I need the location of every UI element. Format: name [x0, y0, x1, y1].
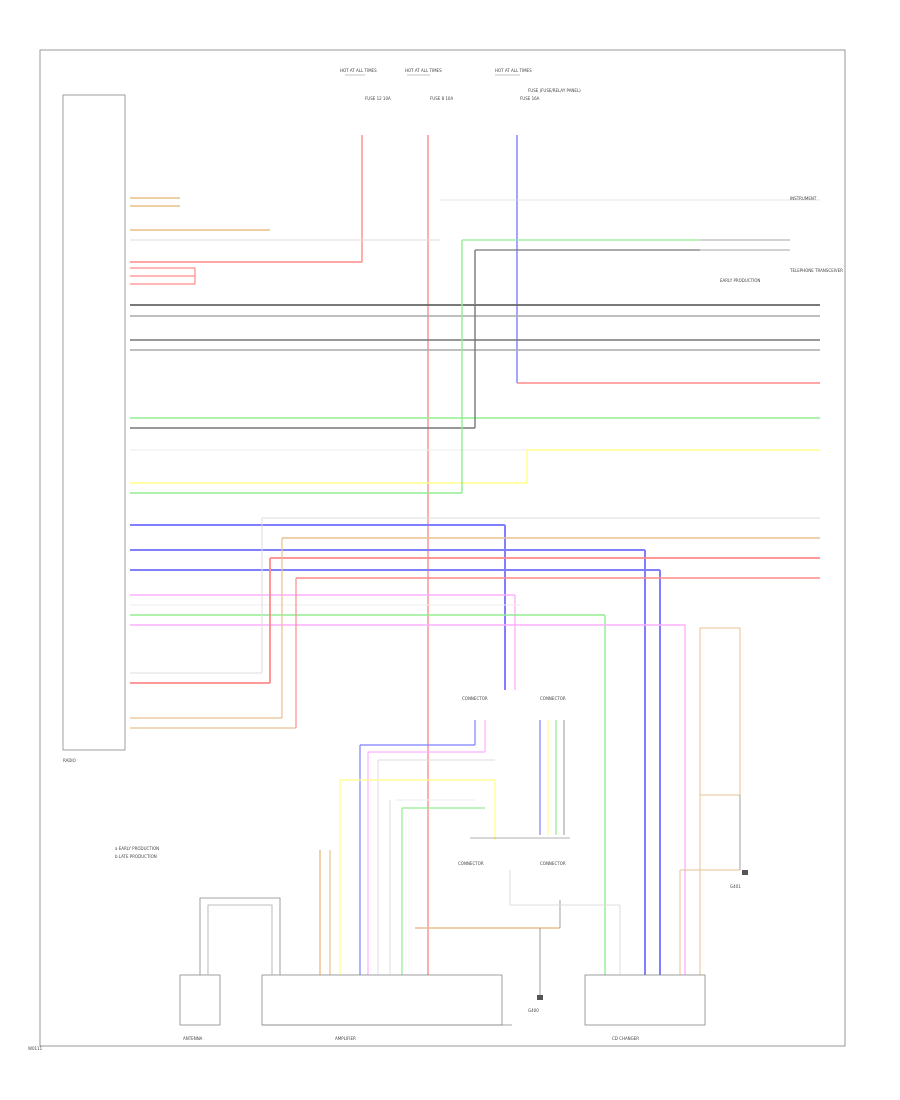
- ground-symbols: G400 G401: [528, 870, 748, 1013]
- early-prod-label: EARLY PRODUCTION: [720, 278, 760, 283]
- note-early: a EARLY PRODUCTION: [115, 846, 159, 851]
- amplifier-body: [261, 974, 503, 1026]
- fuse-panel-label: FUSE (FUSE/RELAY PANEL): [528, 88, 581, 93]
- cd-changer-body: [584, 974, 706, 1026]
- mid-connectors: CONNECTOR CONNECTOR CONNECTOR CONNECTOR: [339, 696, 570, 975]
- ground-label-2: G401: [730, 884, 741, 889]
- telephone-label: TELEPHONE TRANSCEIVER: [789, 268, 843, 273]
- diagram-frame: [39, 49, 846, 1047]
- antenna-label: ANTENNA: [183, 1036, 203, 1041]
- page-id: W0111: [28, 1046, 43, 1051]
- connector-label-1: CONNECTOR: [462, 696, 488, 701]
- radio-label: RADIO: [63, 758, 76, 763]
- fuse-block: HOT AT ALL TIMES HOT AT ALL TIMES HOT AT…: [340, 68, 581, 101]
- fuse-header-2: HOT AT ALL TIMES: [405, 68, 442, 73]
- connector-label-2: CONNECTOR: [540, 696, 566, 701]
- fuse-label-2: FUSE 8 10A: [430, 96, 453, 101]
- ground-label-1: G400: [528, 1008, 539, 1013]
- fuse-label-3: FUSE 16A: [520, 96, 540, 101]
- note-late: b LATE PRODUCTION: [115, 854, 157, 859]
- amplifier-label: AMPLIFIER: [335, 1036, 356, 1041]
- radio-body: [62, 94, 126, 751]
- fuse-header-1: HOT AT ALL TIMES: [340, 68, 377, 73]
- connector-label-4: CONNECTOR: [540, 861, 566, 866]
- fuse-header-3: HOT AT ALL TIMES: [495, 68, 532, 73]
- cluster-label-1: INSTRUMENT: [790, 196, 817, 201]
- antenna-body: [179, 974, 221, 1026]
- cd-changer-label: CD CHANGER: [612, 1036, 639, 1041]
- fuse-label-1: FUSE 12 10A: [365, 96, 391, 101]
- connector-label-3: CONNECTOR: [458, 861, 484, 866]
